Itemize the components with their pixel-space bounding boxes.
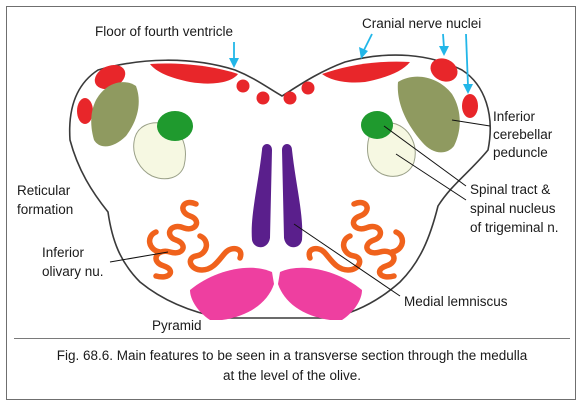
caption-line-1: Fig. 68.6. Main features to be seen in a… bbox=[14, 346, 570, 366]
figure-caption: Fig. 68.6. Main features to be seen in a… bbox=[14, 346, 570, 386]
pointer-arrow-cranial-nucleus-1 bbox=[359, 34, 372, 59]
cranial-nucleus-dot-1 bbox=[237, 80, 250, 93]
spinal-nucleus-trigeminal-left bbox=[157, 111, 193, 141]
pointer-arrow-cranial-nucleus-3 bbox=[463, 34, 473, 94]
label-medial-lemniscus: Medial lemniscus bbox=[404, 294, 508, 309]
label-spinal-tract-trigeminal: Spinal tract & spinal nucleus of trigemi… bbox=[470, 182, 559, 235]
label-inferior-cerebellar-peduncle: Inferior cerebellar peduncle bbox=[493, 109, 556, 160]
cranial-nucleus-dot-4 bbox=[302, 82, 315, 95]
spinal-nucleus-trigeminal-right bbox=[361, 111, 393, 139]
label-reticular-formation: Reticular formation bbox=[17, 183, 74, 217]
pointer-arrow-cranial-nucleus-2 bbox=[439, 34, 449, 56]
lateral-red-nucleus-right-2 bbox=[462, 94, 478, 118]
caption-line-2: at the level of the olive. bbox=[14, 366, 570, 386]
label-inferior-olivary-nucleus: Inferior olivary nu. bbox=[42, 245, 104, 279]
label-floor-fourth-ventricle: Floor of fourth ventricle bbox=[95, 24, 233, 39]
label-pyramid: Pyramid bbox=[152, 318, 202, 333]
pointer-arrow-floor-ventricle bbox=[229, 42, 239, 68]
cranial-nucleus-dot-2 bbox=[257, 92, 270, 105]
label-cranial-nerve-nuclei: Cranial nerve nuclei bbox=[362, 16, 481, 31]
cranial-nucleus-dot-3 bbox=[284, 92, 297, 105]
caption-divider bbox=[14, 338, 570, 339]
lateral-red-nucleus-left-2 bbox=[77, 98, 93, 124]
